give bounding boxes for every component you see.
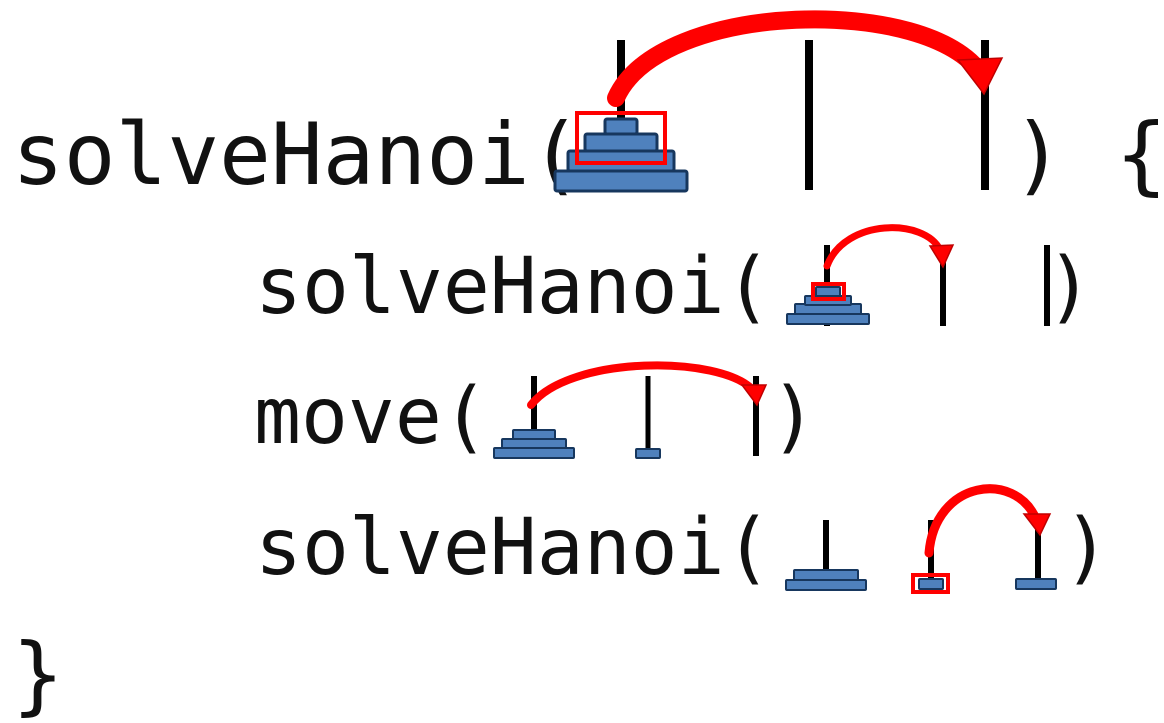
arrow-head-main <box>956 57 1004 96</box>
disk-3-large <box>493 447 575 459</box>
arrow-head-step-2 <box>928 244 955 269</box>
disk-4-small-on-middle <box>918 578 944 590</box>
line-1-prefix: solveHanoi( <box>12 105 582 205</box>
disk-2-large <box>786 313 870 325</box>
line-2-suffix: ) <box>1046 242 1093 332</box>
disk-3-small-moved <box>635 448 661 459</box>
disk-small <box>603 117 639 136</box>
move-arrow-step-3 <box>527 361 757 409</box>
disk-large <box>553 169 689 193</box>
closing-brace: } <box>12 625 64 723</box>
move-arrow-main <box>607 10 991 107</box>
line-4-suffix: ) <box>1063 503 1110 593</box>
line-4-prefix: solveHanoi( <box>255 503 772 593</box>
step-2-towers <box>786 224 1050 326</box>
step-3-towers <box>493 361 768 459</box>
disk-4-medium-large <box>793 569 859 581</box>
move-arrow-step-4 <box>924 484 1041 558</box>
line-2-prefix: solveHanoi( <box>255 242 772 332</box>
disk-2-small <box>815 286 841 297</box>
highlight-box-step-4 <box>911 573 950 594</box>
arrow-head-step-3 <box>740 384 768 407</box>
disk-4-small-on-right <box>1015 578 1057 590</box>
line-3-prefix: move( <box>254 372 489 462</box>
disk-3-medium <box>512 429 556 440</box>
disk-4-large <box>785 579 867 591</box>
main-towers <box>553 10 1004 193</box>
highlight-box-main <box>575 111 667 165</box>
highlight-box-step-2 <box>811 282 846 301</box>
step-4-towers <box>785 484 1057 594</box>
line-1-suffix: ) { <box>1012 105 1164 205</box>
line-3-suffix: ) <box>770 372 817 462</box>
disk-medium <box>583 132 659 153</box>
disk-3-medium-large <box>501 438 567 449</box>
move-arrow-step-2 <box>823 224 944 270</box>
arrow-head-step-4 <box>1022 513 1052 537</box>
